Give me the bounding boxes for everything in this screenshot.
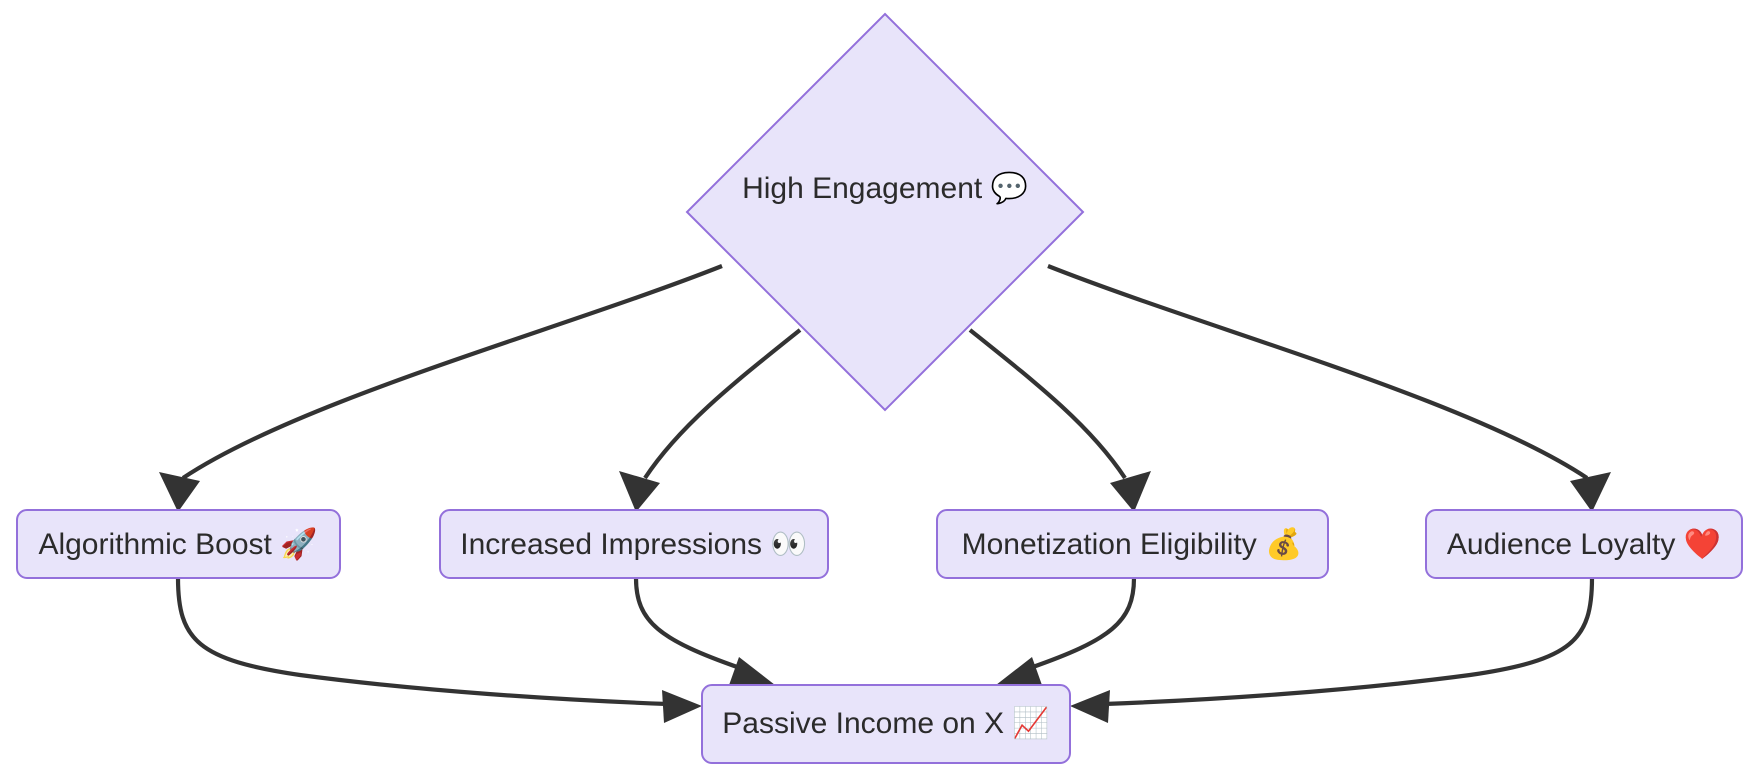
edge-boost-to-income bbox=[175, 577, 702, 723]
edge-line bbox=[1103, 577, 1595, 707]
node-increased-impressions[interactable]: Increased Impressions 👀 bbox=[439, 509, 829, 579]
arrow-head-icon bbox=[1110, 471, 1151, 512]
node-monetization-eligibility[interactable]: Monetization Eligibility 💰 bbox=[936, 509, 1329, 579]
arrow-head-icon bbox=[662, 690, 702, 723]
node-label-high-engagement: High Engagement 💬 bbox=[742, 170, 1028, 205]
node-label-monetization-eligibility: Monetization Eligibility 💰 bbox=[962, 526, 1303, 562]
edge-layer bbox=[159, 264, 1611, 723]
edge-monetization-to-income bbox=[996, 577, 1137, 688]
edge-engagement-to-impressions bbox=[619, 328, 802, 512]
edge-line bbox=[175, 577, 669, 707]
arrow-head-icon bbox=[728, 657, 775, 688]
node-audience-loyalty[interactable]: Audience Loyalty ❤️ bbox=[1425, 509, 1743, 579]
arrow-head-icon bbox=[1070, 690, 1110, 723]
node-algorithmic-boost[interactable]: Algorithmic Boost 🚀 bbox=[16, 509, 341, 579]
arrow-head-icon bbox=[1570, 472, 1611, 512]
node-high-engagement[interactable]: High Engagement 💬 bbox=[685, 12, 1085, 412]
node-passive-income[interactable]: Passive Income on X 📈 bbox=[701, 684, 1071, 764]
edge-line bbox=[643, 328, 802, 480]
edge-line bbox=[633, 577, 741, 670]
node-box bbox=[1425, 509, 1743, 579]
arrow-head-icon bbox=[159, 472, 200, 512]
node-label-audience-loyalty: Audience Loyalty ❤️ bbox=[1447, 527, 1722, 561]
node-label-passive-income: Passive Income on X 📈 bbox=[722, 705, 1050, 740]
edge-line bbox=[1047, 264, 1589, 480]
edge-line bbox=[181, 264, 723, 480]
edge-line bbox=[1029, 577, 1137, 670]
node-label-algorithmic-boost: Algorithmic Boost 🚀 bbox=[38, 526, 317, 561]
edge-loyalty-to-income bbox=[1070, 577, 1595, 723]
arrow-head-icon bbox=[619, 471, 660, 512]
node-layer: High Engagement 💬 Algorithmic Boost 🚀 In… bbox=[16, 12, 1743, 764]
node-box bbox=[16, 509, 341, 579]
edge-impressions-to-income bbox=[633, 577, 775, 688]
node-label-increased-impressions: Increased Impressions 👀 bbox=[460, 528, 808, 561]
arrow-head-icon bbox=[996, 657, 1043, 688]
edge-engagement-to-loyalty bbox=[1047, 264, 1611, 512]
node-box bbox=[701, 684, 1071, 764]
node-box bbox=[936, 509, 1329, 579]
diamond-shape bbox=[685, 12, 1085, 412]
edge-engagement-to-boost bbox=[159, 264, 723, 512]
edge-line bbox=[968, 328, 1127, 480]
node-box bbox=[439, 509, 829, 579]
edge-engagement-to-monetization bbox=[968, 328, 1151, 512]
